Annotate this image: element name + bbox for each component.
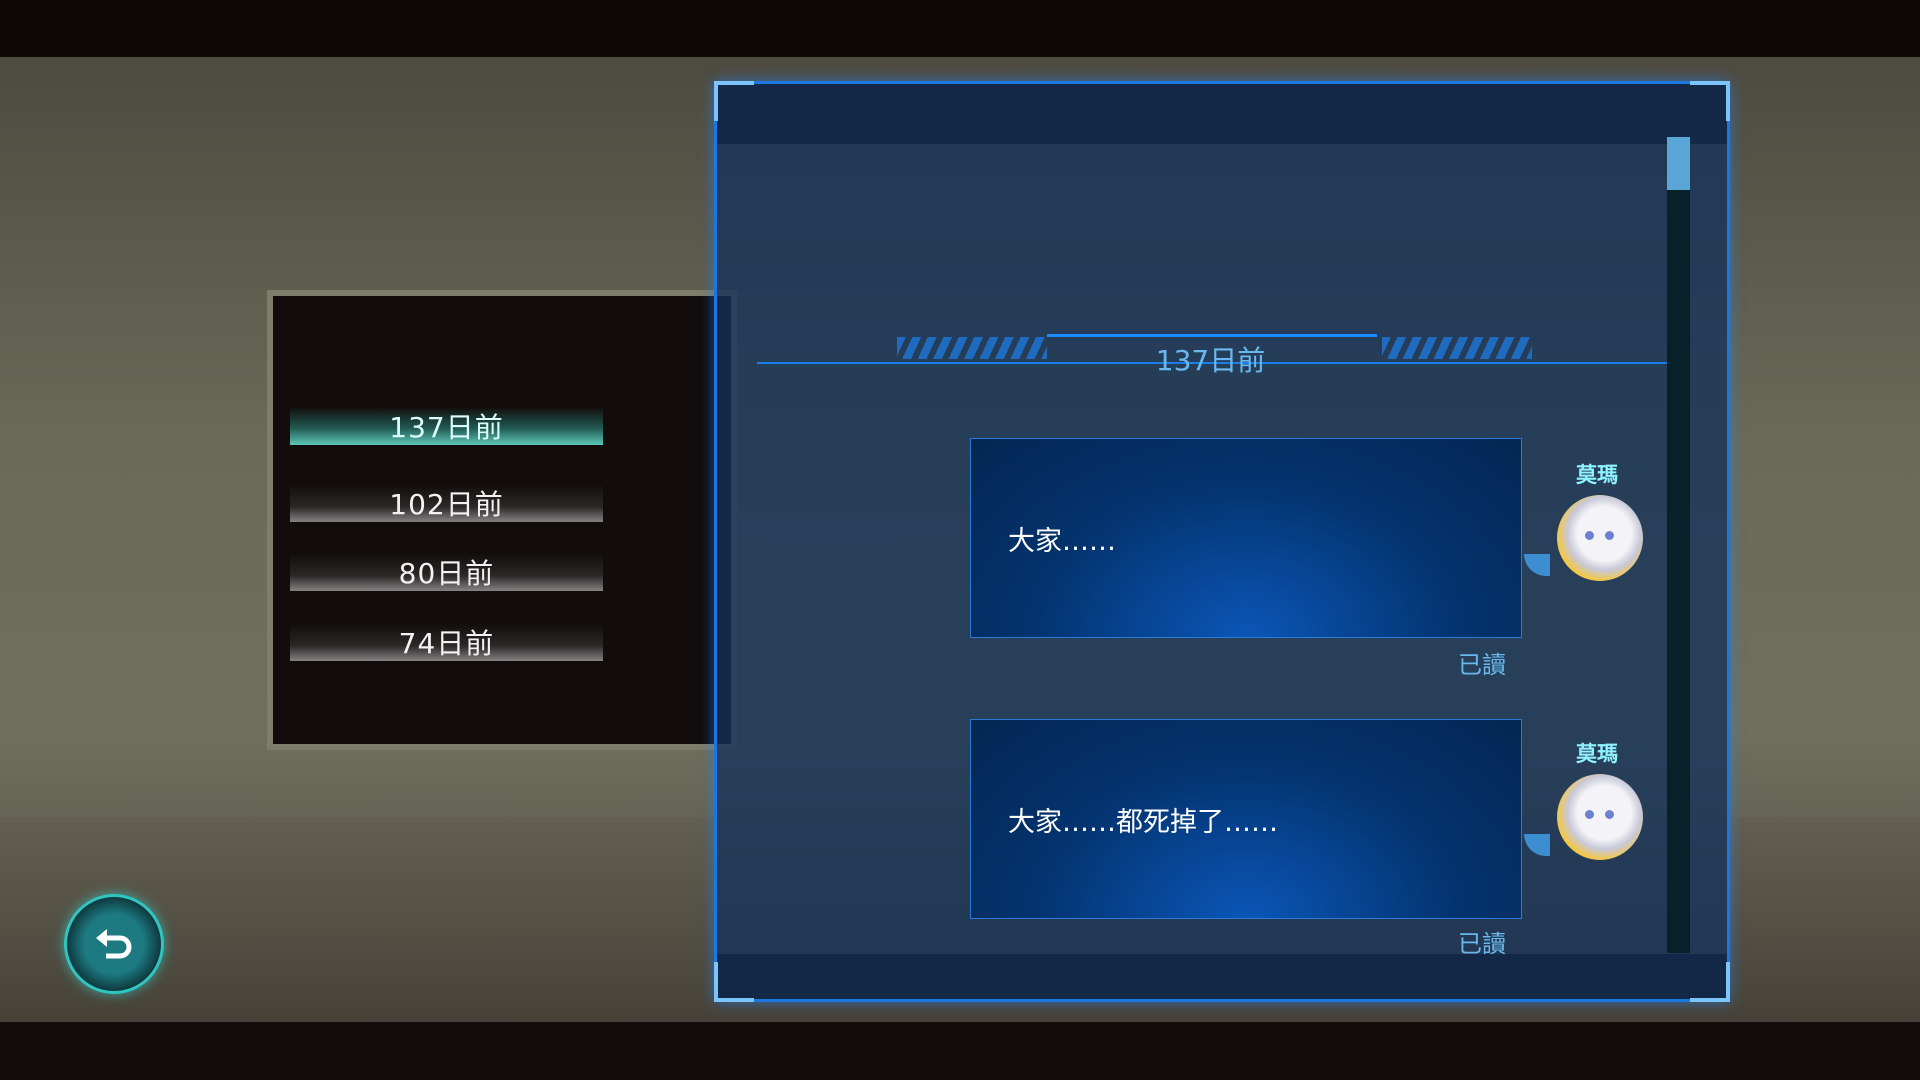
bubble-tail <box>1524 834 1550 856</box>
undo-arrow-icon <box>96 929 132 959</box>
panel-footer-band <box>717 954 1727 999</box>
history-item-74[interactable]: 74日前 <box>290 623 603 661</box>
history-item-80[interactable]: 80日前 <box>290 553 603 591</box>
date-tab <box>1047 334 1377 362</box>
date-header: 137日前 <box>1155 344 1266 377</box>
date-divider-line <box>757 362 1667 364</box>
history-item-label: 102日前 <box>389 488 504 521</box>
date-divider-hatch <box>897 337 1047 359</box>
sender-avatar <box>1557 774 1643 860</box>
history-item-label: 74日前 <box>398 627 495 660</box>
read-status: 已讀 <box>1458 651 1506 679</box>
frame-corner <box>1690 81 1730 121</box>
history-item-102[interactable]: 102日前 <box>290 484 603 522</box>
back-button[interactable] <box>64 894 164 994</box>
chat-log-panel: 137日前 大家…… 莫瑪 已讀 大家……都死掉了…… 莫瑪 已讀 <box>714 81 1730 1002</box>
history-item-label: 137日前 <box>389 411 504 444</box>
message-text: 大家…… <box>1008 525 1116 557</box>
history-item-label: 80日前 <box>398 557 495 590</box>
panel-header-band <box>717 84 1727 144</box>
bubble-tail <box>1524 554 1550 576</box>
frame-corner <box>1690 962 1730 1002</box>
sender-name: 莫瑪 <box>1576 742 1618 766</box>
date-divider-hatch <box>1382 337 1532 359</box>
message-bubble: 大家……都死掉了…… <box>970 719 1522 919</box>
read-status: 已讀 <box>1458 930 1506 958</box>
sender-avatar <box>1557 495 1643 581</box>
chat-scrollbar[interactable] <box>1667 137 1690 953</box>
frame-corner <box>714 962 754 1002</box>
bottom-letterbox <box>0 1022 1920 1080</box>
message-text: 大家……都死掉了…… <box>1008 806 1278 838</box>
scrollbar-thumb[interactable] <box>1667 137 1690 190</box>
frame-corner <box>714 81 754 121</box>
sender-name: 莫瑪 <box>1576 463 1618 487</box>
message-bubble: 大家…… <box>970 438 1522 638</box>
history-item-137[interactable]: 137日前 <box>290 407 603 445</box>
